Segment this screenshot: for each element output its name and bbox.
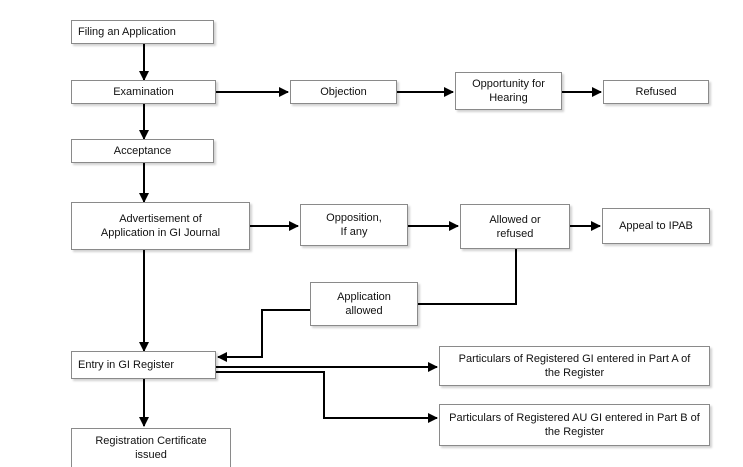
node-part-a: Particulars of Registered GI entered in …	[439, 346, 710, 386]
node-opposition: Opposition, If any	[300, 204, 408, 246]
arrow-entry-to-part-b	[216, 371, 438, 423]
node-part-b: Particulars of Registered AU GI entered …	[439, 404, 710, 446]
node-refused: Refused	[603, 80, 709, 104]
node-objection: Objection	[290, 80, 397, 104]
node-opportunity-for-hearing: Opportunity for Hearing	[455, 72, 562, 110]
node-registration-certificate: Registration Certificate issued	[71, 428, 231, 467]
node-filing-application: Filing an Application	[71, 20, 214, 44]
node-acceptance: Acceptance	[71, 139, 214, 163]
node-advertisement: Advertisement of Application in GI Journ…	[71, 202, 250, 250]
arrow-allowed-to-application-allowed	[387, 249, 517, 309]
node-examination: Examination	[71, 80, 216, 104]
node-application-allowed: Application allowed	[310, 282, 418, 326]
node-entry-gi-register: Entry in GI Register	[71, 351, 216, 379]
node-appeal-to-ipab: Appeal to IPAB	[602, 208, 710, 244]
arrow-application-allowed-to-entry	[217, 309, 310, 362]
node-allowed-or-refused: Allowed or refused	[460, 204, 570, 249]
